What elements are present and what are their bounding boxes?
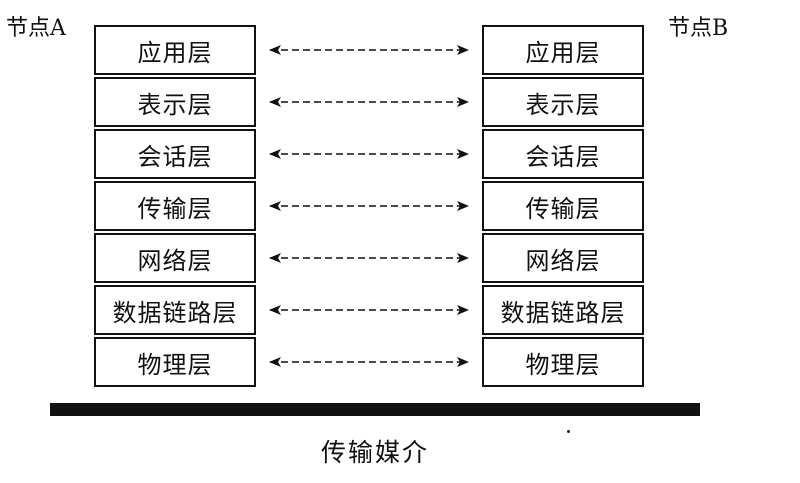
node-a-stack: 应用层 表示层 会话层 传输层 网络层 数据链路层 物理层 xyxy=(94,25,256,387)
node-a-label: 节点A xyxy=(6,16,66,41)
transmission-medium-label: 传输媒介 xyxy=(320,438,429,467)
node-b-layer-application: 应用层 xyxy=(482,25,644,75)
node-b-layer-data-link: 数据链路层 xyxy=(482,285,644,335)
node-a-layer-data-link: 数据链路层 xyxy=(94,285,256,335)
node-a-layer-transport: 传输层 xyxy=(94,181,256,231)
node-a-layer-session: 会话层 xyxy=(94,129,256,179)
node-a-layer-application: 应用层 xyxy=(94,25,256,75)
node-b-layer-physical: 物理层 xyxy=(482,337,644,387)
node-b-layer-network: 网络层 xyxy=(482,233,644,283)
node-b-layer-session: 会话层 xyxy=(482,129,644,179)
node-b-stack: 应用层 表示层 会话层 传输层 网络层 数据链路层 物理层 xyxy=(482,25,644,387)
node-b-label: 节点B xyxy=(668,16,729,41)
node-a-layer-network: 网络层 xyxy=(94,233,256,283)
node-b-layer-transport: 传输层 xyxy=(482,181,644,231)
transmission-medium-bar xyxy=(50,403,700,416)
node-b-layer-presentation: 表示层 xyxy=(482,77,644,127)
node-a-layer-presentation: 表示层 xyxy=(94,77,256,127)
stray-dot xyxy=(567,430,570,433)
node-a-layer-physical: 物理层 xyxy=(94,337,256,387)
